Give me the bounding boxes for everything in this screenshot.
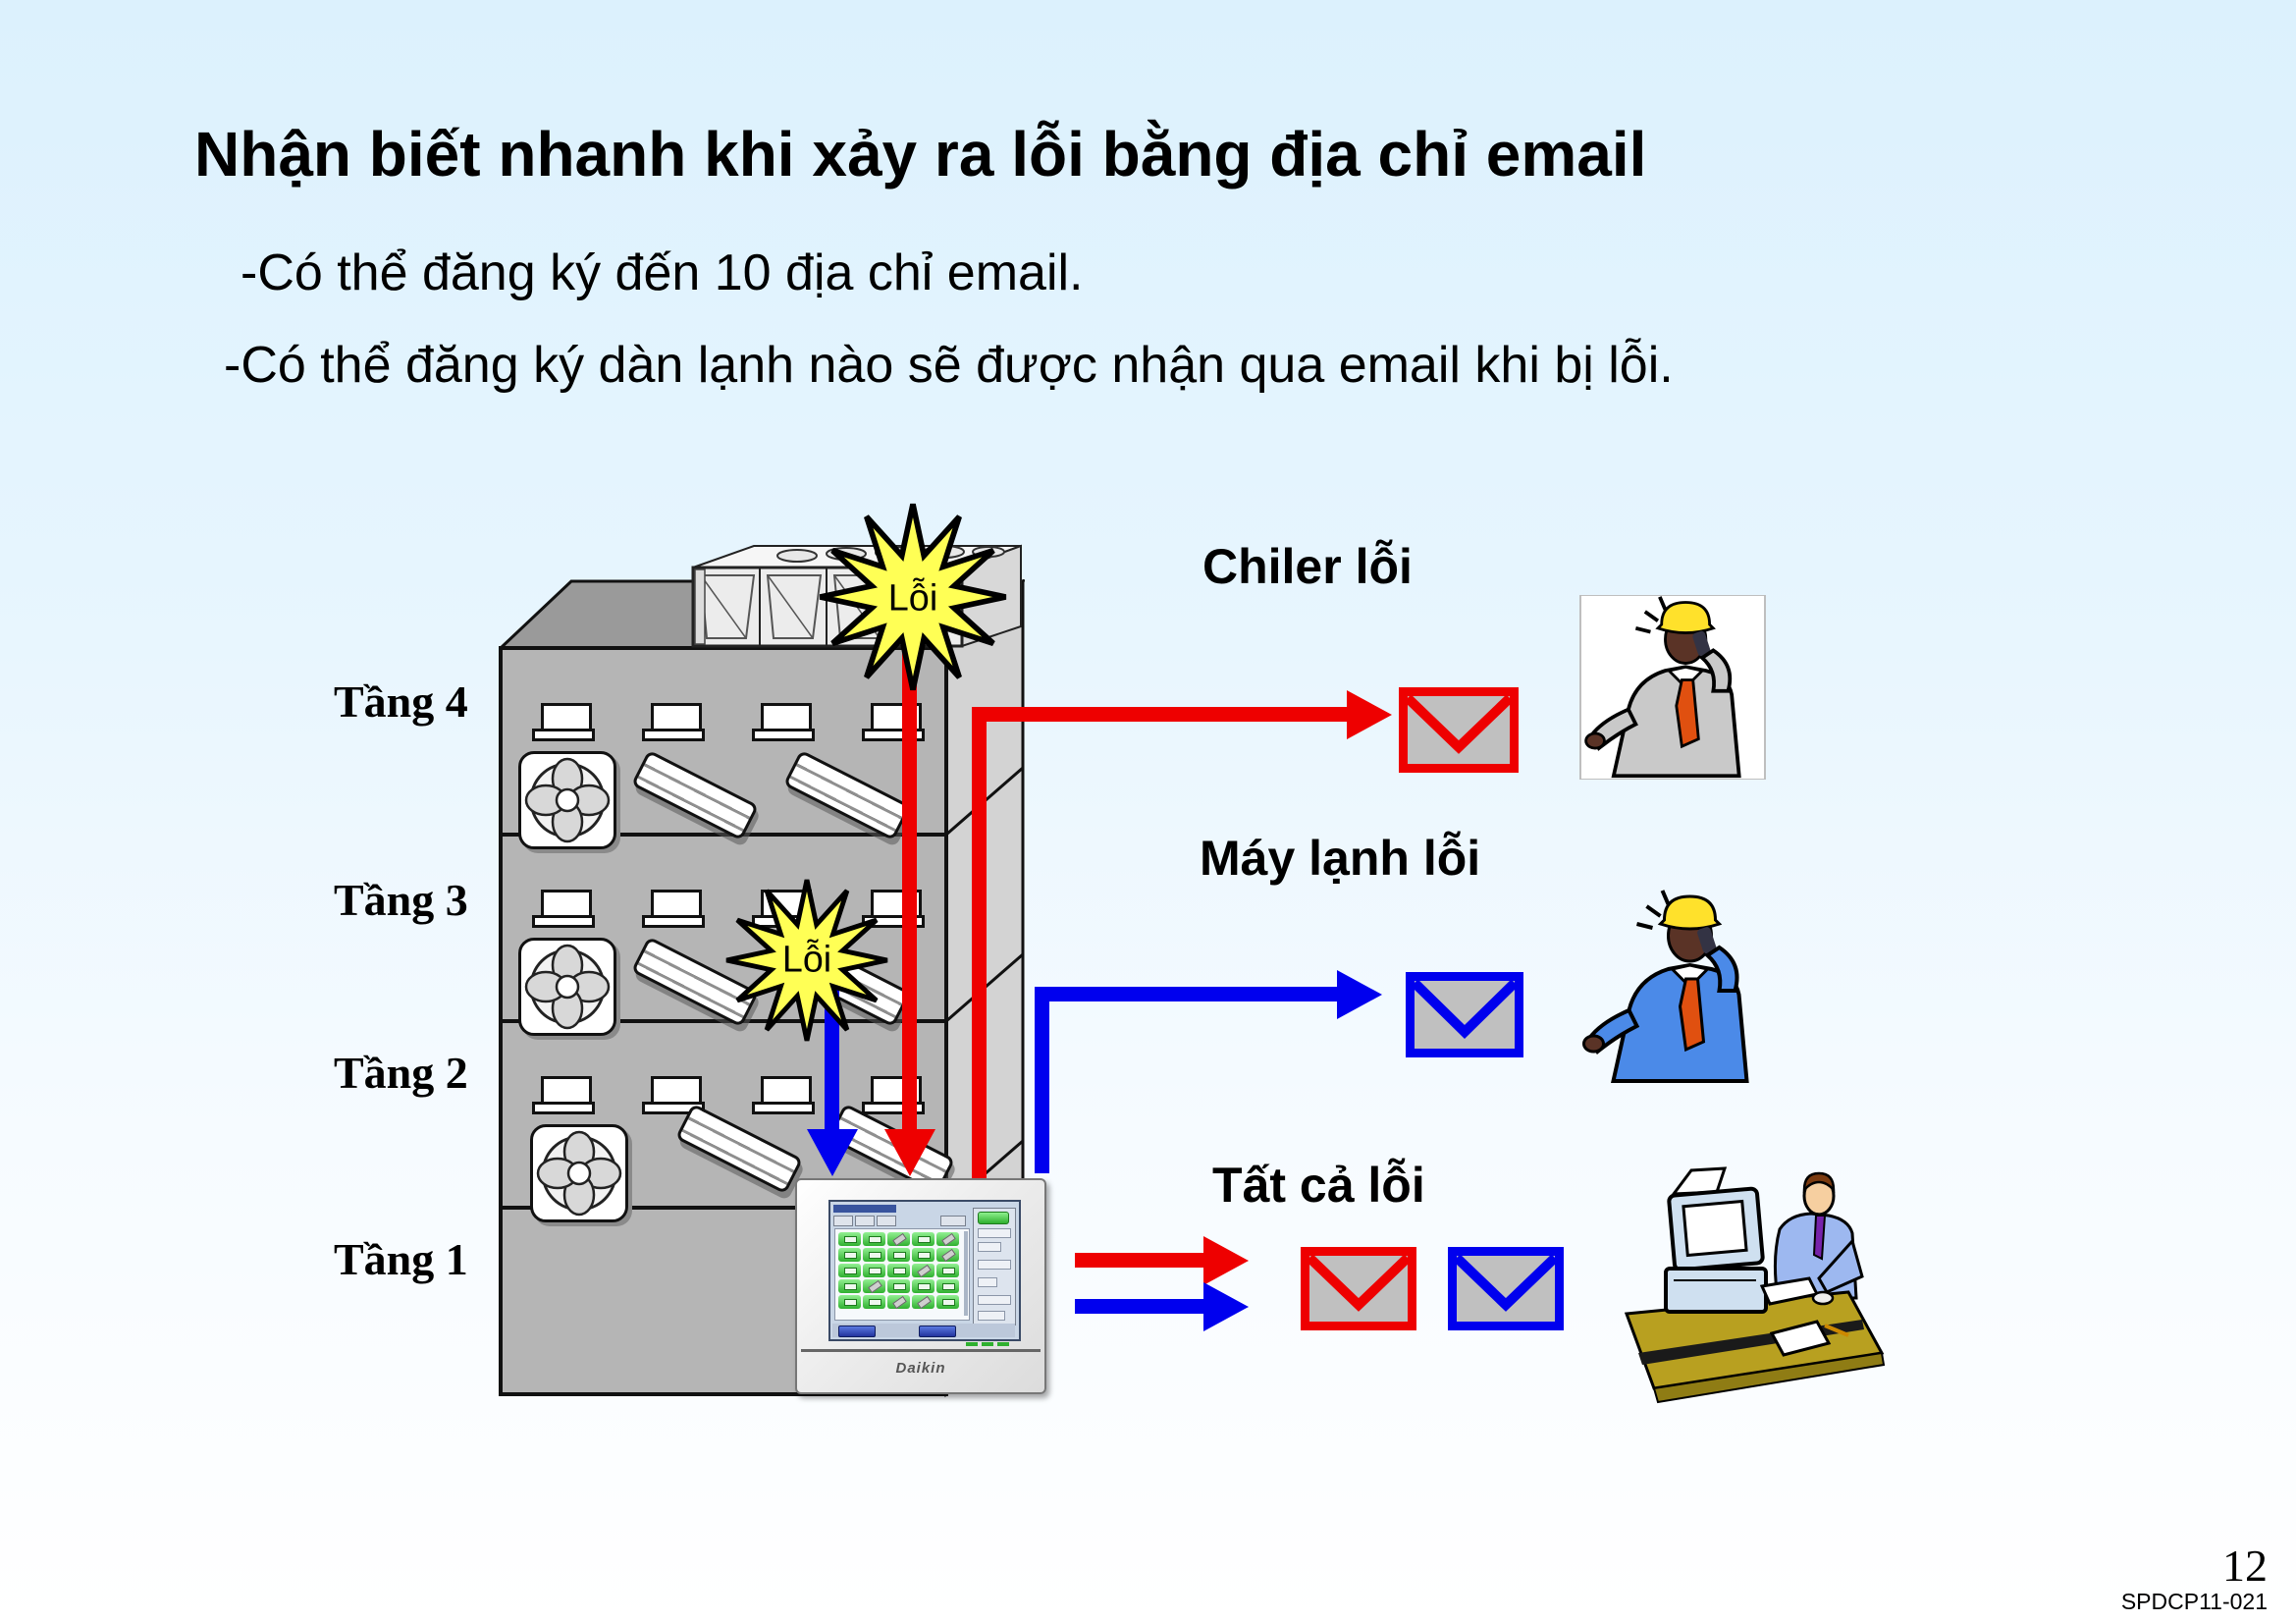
controller-screen: [828, 1200, 1021, 1341]
email-blue-line-horizontal: [1035, 987, 1338, 1001]
row-title-all-errors: Tất cả lỗi: [1212, 1158, 1425, 1213]
fan-icon: [530, 1124, 628, 1222]
wall-ac-unit: [532, 703, 595, 741]
row-title-indoor-error: Máy lạnh lỗi: [1200, 831, 1481, 886]
screen-titlebar: [833, 1205, 896, 1213]
document-code: SPDCP11-021: [2120, 1589, 2268, 1614]
indoor-unit-cell: [936, 1264, 959, 1277]
email-red-arrowhead: [1347, 690, 1392, 739]
controller-side-panel: [973, 1208, 1016, 1325]
indoor-unit-cell: [863, 1295, 885, 1309]
indoor-unit-cell: [863, 1279, 885, 1293]
indoor-unit-cell: [838, 1295, 861, 1309]
indoor-unit-cell: [936, 1232, 959, 1246]
indoor-unit-cell: [912, 1264, 934, 1277]
all-errors-blue-arrow: [1075, 1299, 1204, 1314]
wall-ac-unit: [642, 703, 705, 741]
indoor-unit-cell: [838, 1279, 861, 1293]
status-led: [982, 1342, 993, 1346]
fault-label: Lỗi: [782, 938, 831, 979]
floor-label-4: Tầng 4: [334, 676, 468, 727]
indoor-unit-cell: [863, 1248, 885, 1262]
wall-ac-unit: [752, 1076, 815, 1114]
email-blue-line-vertical: [1035, 987, 1049, 1173]
bullet-unit-registration: -Có thể đăng ký dàn lạnh nào sẽ được nhậ…: [224, 337, 1674, 394]
starburst-icon: Lỗi: [725, 879, 888, 1042]
fan-icon: [518, 938, 616, 1036]
controller-bottom-bar: [832, 1324, 1015, 1337]
central-touch-controller: Daikin: [795, 1178, 1046, 1394]
indoor-unit-grid: [837, 1231, 963, 1316]
status-led: [966, 1342, 978, 1346]
envelope-icon: [1399, 687, 1519, 773]
indoor-unit-cell: [887, 1295, 910, 1309]
wall-ac-unit: [642, 890, 705, 928]
page-number: 12: [2222, 1541, 2268, 1591]
status-led: [997, 1342, 1009, 1346]
status-button: [978, 1212, 1009, 1224]
indoor-unit-cell: [912, 1295, 934, 1309]
fault-label: Lỗi: [888, 577, 937, 619]
indoor-unit-cell: [838, 1248, 861, 1262]
floor-label-1: Tầng 1: [334, 1234, 468, 1284]
wall-ac-unit: [862, 890, 925, 928]
envelope-icon: [1301, 1247, 1416, 1330]
indoor-unit-cell: [887, 1232, 910, 1246]
starburst-icon: Lỗi: [819, 503, 1007, 691]
brand-logo: Daikin: [895, 1360, 946, 1377]
worker-on-phone-icon: [1582, 890, 1749, 1083]
page-title: Nhận biết nhanh khi xảy ra lỗi bằng địa …: [194, 119, 1647, 189]
indoor-unit-cell: [936, 1279, 959, 1293]
wall-ac-unit: [752, 703, 815, 741]
worker-on-phone-icon: [1579, 595, 1766, 780]
indoor-unit-cell: [936, 1248, 959, 1262]
envelope-icon: [1406, 972, 1523, 1057]
all-errors-red-arrow: [1075, 1253, 1204, 1268]
indoor-unit-cell: [887, 1279, 910, 1293]
row-title-chiller-error: Chiler lỗi: [1202, 539, 1413, 594]
envelope-icon: [1448, 1247, 1564, 1330]
indoor-unit-cell: [838, 1232, 861, 1246]
floor-label-3: Tầng 3: [334, 875, 468, 925]
grid-scrollbar: [964, 1231, 968, 1316]
email-red-line-vertical: [972, 707, 987, 1183]
indoor-unit-cell: [863, 1232, 885, 1246]
fan-icon: [518, 751, 616, 849]
indoor-unit-cell: [912, 1279, 934, 1293]
indoor-unit-cell: [887, 1248, 910, 1262]
chiller-error-line-down: [902, 619, 917, 1129]
wall-ac-unit: [532, 890, 595, 928]
chiller-error-arrowhead: [884, 1129, 935, 1176]
email-red-line-horizontal: [972, 707, 1348, 722]
email-blue-arrowhead: [1337, 970, 1382, 1019]
operator-at-computer-icon: [1624, 1166, 1886, 1404]
bullet-email-count: -Có thể đăng ký đến 10 địa chỉ email.: [240, 244, 1084, 301]
indoor-unit-cell: [912, 1248, 934, 1262]
indoor-unit-cell: [863, 1264, 885, 1277]
unit-grid-panel: [834, 1228, 970, 1321]
indoor-unit-cell: [838, 1264, 861, 1277]
indoor-unit-cell: [887, 1264, 910, 1277]
indoor-error-arrowhead: [807, 1129, 858, 1176]
floor-label-2: Tầng 2: [334, 1048, 468, 1098]
wall-ac-unit: [532, 1076, 595, 1114]
indoor-unit-cell: [936, 1295, 959, 1309]
indoor-unit-cell: [912, 1232, 934, 1246]
all-errors-blue-arrowhead: [1203, 1282, 1249, 1331]
all-errors-red-arrowhead: [1203, 1236, 1249, 1285]
